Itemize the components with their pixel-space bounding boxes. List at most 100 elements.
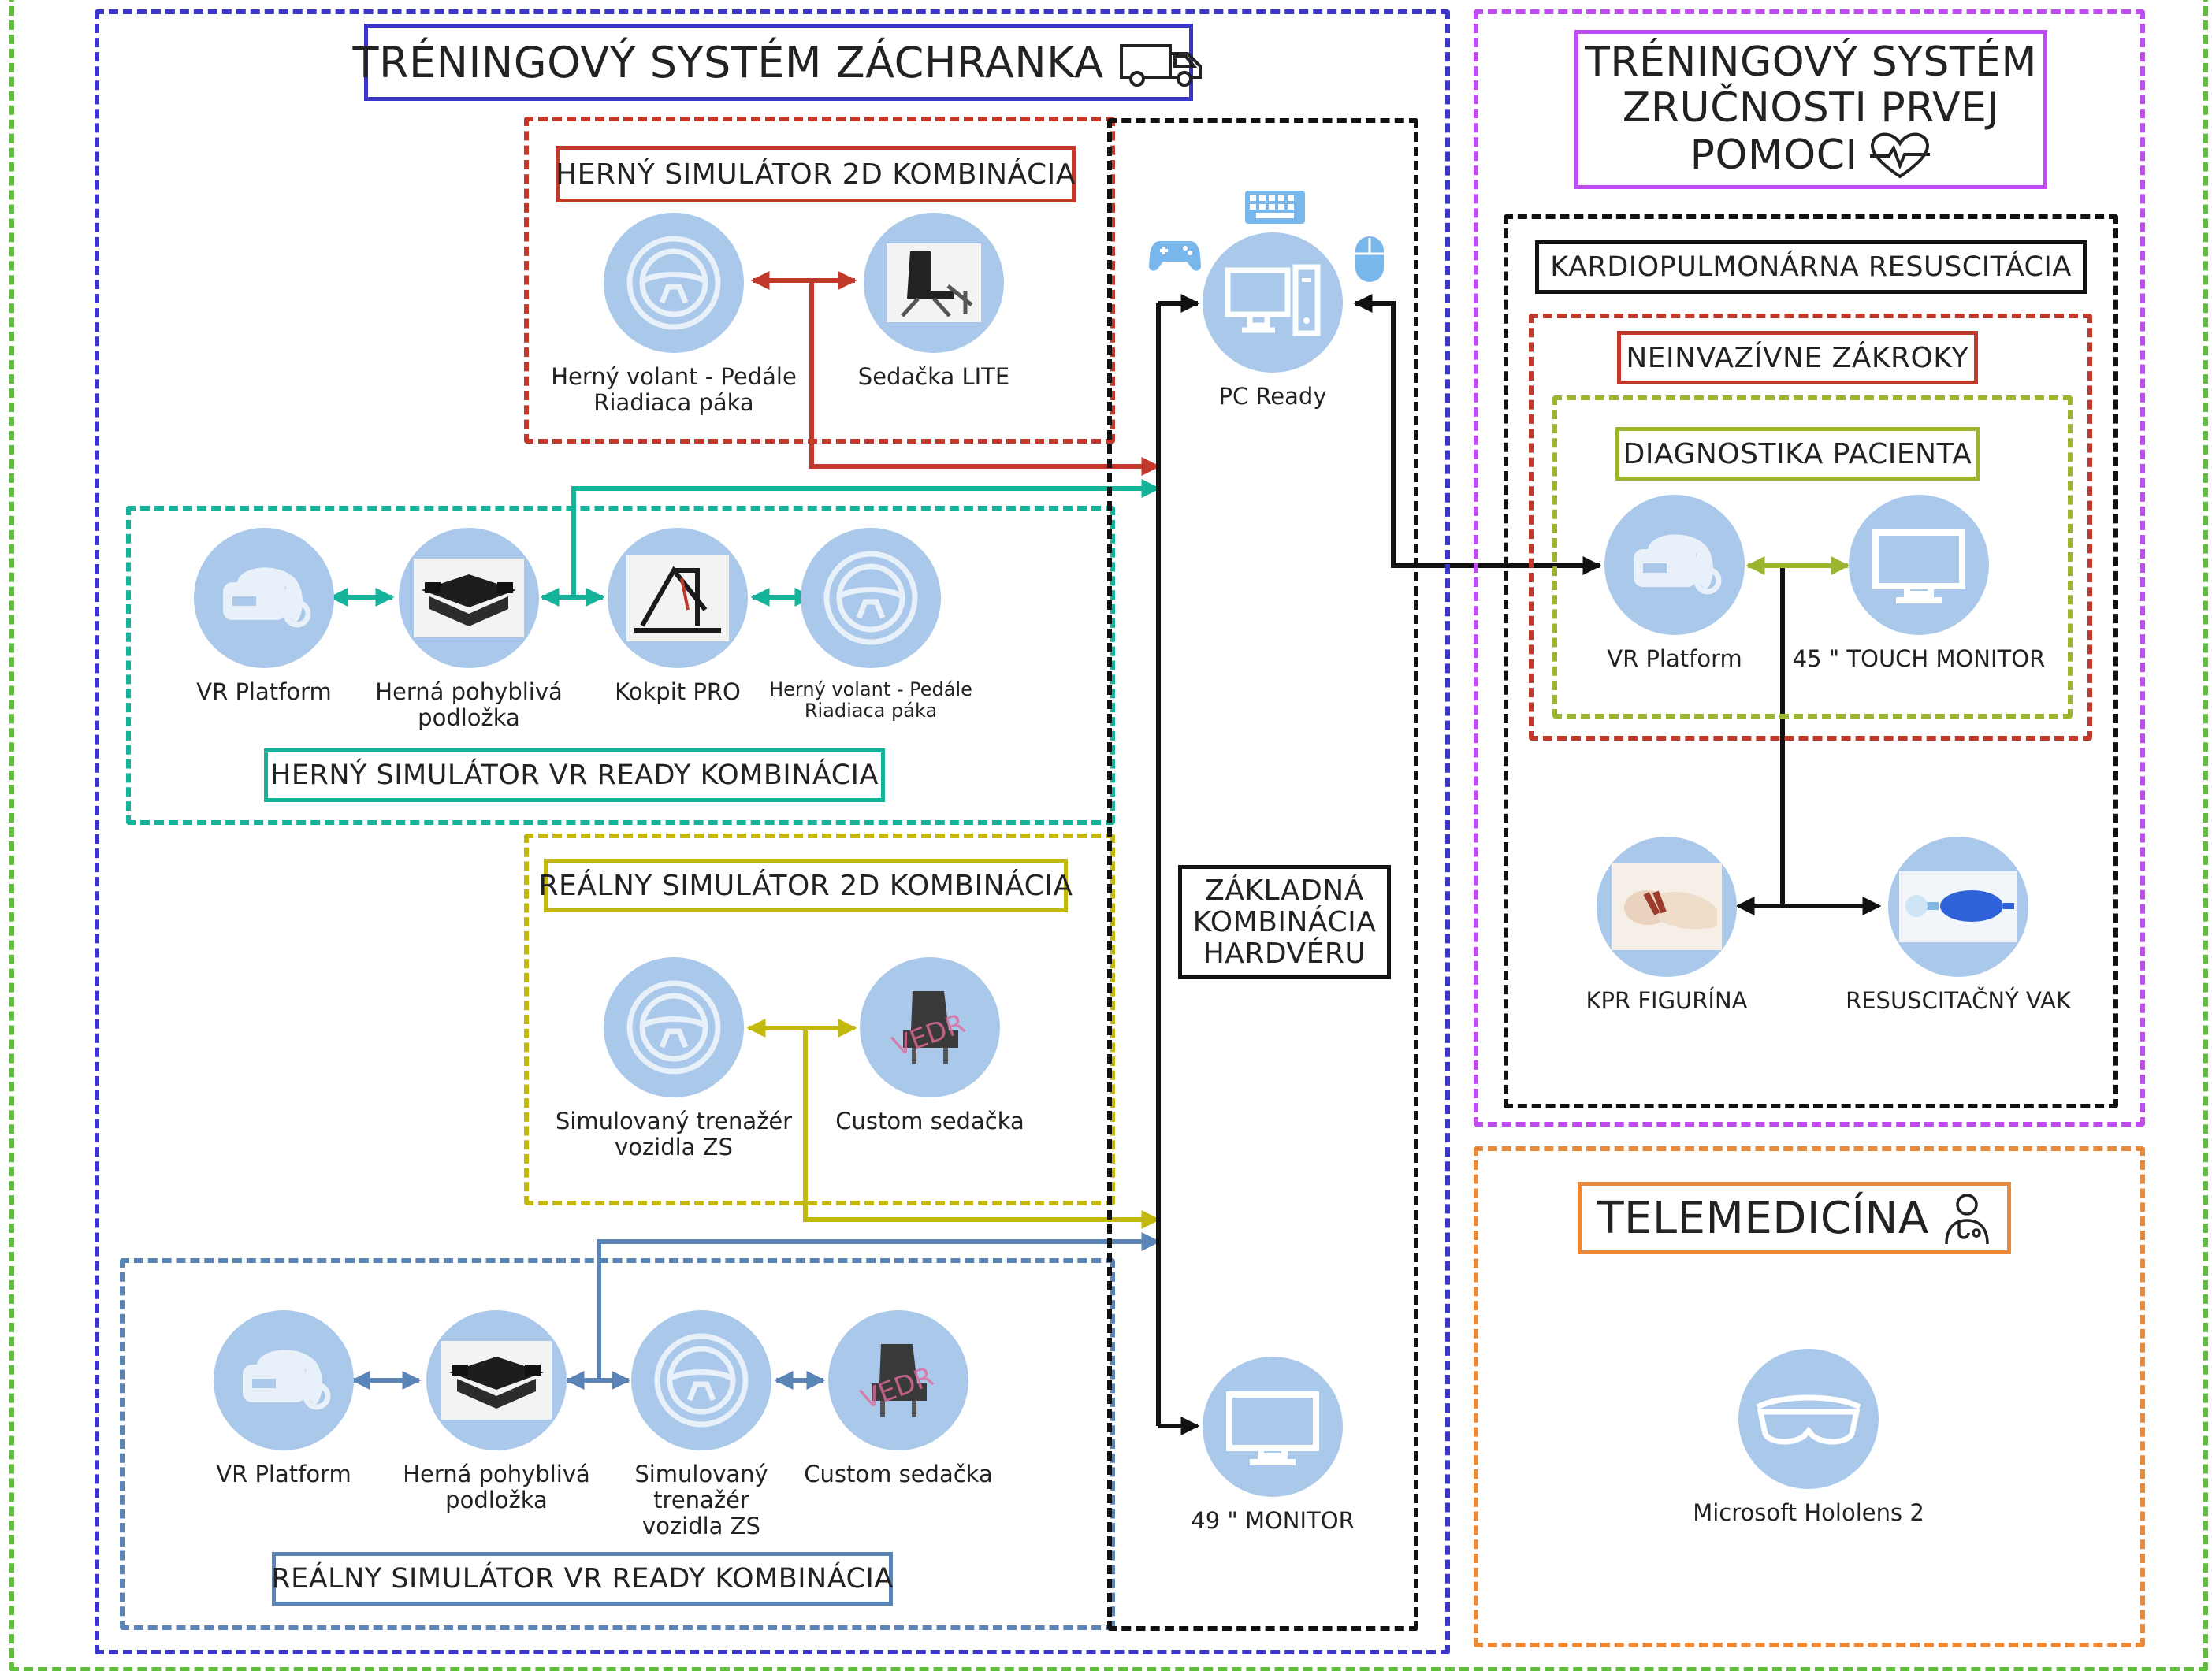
vr-headset-icon xyxy=(1604,495,1745,635)
monitor-icon xyxy=(1203,1357,1343,1497)
prvapomoc-title-line3: POMOCI xyxy=(1690,132,1858,179)
gamepad-icon xyxy=(1149,236,1201,276)
prvapomoc-title-line1: TRÉNINGOVÝ SYSTÉM xyxy=(1585,39,2037,86)
herny2d-connectors xyxy=(750,271,1161,476)
prvapomoc-title: TRÉNINGOVÝ SYSTÉM ZRUČNOSTI PRVEJ POMOCI xyxy=(1574,30,2047,189)
hernyvr-frame xyxy=(126,506,1115,825)
hernyvr-vr-label: VR Platform xyxy=(196,678,332,705)
hernyvr-wheel-label1: Herný volant - Pedále xyxy=(769,678,972,700)
motion-platform-icon xyxy=(399,528,539,668)
keyboard-icon xyxy=(1244,189,1307,228)
steering-wheel-icon xyxy=(604,213,744,353)
realnyvr-seat: VEDR Custom sedačka xyxy=(788,1310,1009,1487)
cockpit-icon xyxy=(608,528,748,668)
herny2d-wheel-label1: Herný volant - Pedále xyxy=(551,363,797,390)
gaming-seat-icon xyxy=(864,213,1004,353)
pc-node: PC Ready xyxy=(1190,232,1355,410)
hernyvr-wheel-label2: Riadiaca páka xyxy=(804,700,938,722)
realnyvr-connectors xyxy=(351,1232,1161,1390)
monitor49-node: 49 " MONITOR xyxy=(1182,1357,1363,1534)
herny2d-seat-label: Sedačka LITE xyxy=(857,363,1010,390)
hernyvr-vr: VR Platform xyxy=(162,528,366,705)
diagnostika-vr: VR Platform xyxy=(1584,495,1765,672)
resuscitation-bag-icon xyxy=(1888,837,2028,977)
realnyvr-platform-label2: podložka xyxy=(445,1487,548,1513)
motion-platform-icon xyxy=(426,1310,567,1450)
monitor-icon xyxy=(1849,495,1989,635)
outer-frame xyxy=(9,0,2208,1671)
zachranka-title-text: TRÉNINGOVÝ SYSTÉM ZÁCHRANKA xyxy=(352,37,1104,87)
vr-headset-icon xyxy=(214,1310,354,1450)
hardware-title-line2: KOMBINÁCIA xyxy=(1192,905,1377,938)
custom-seat-icon: VEDR xyxy=(860,957,1000,1097)
mouse-icon xyxy=(1354,235,1385,287)
realny2d-title-text: REÁLNY SIMULÁTOR 2D KOMBINÁCIA xyxy=(538,869,1073,902)
realnyvr-wheel-label3: vozidla ZS xyxy=(642,1513,760,1539)
realny2d-wheel-label1: Simulovaný trenažér xyxy=(555,1108,793,1134)
kpr-title: KARDIOPULMONÁRNA RESUSCITÁCIA xyxy=(1535,240,2087,294)
vr-headset-icon xyxy=(194,528,334,668)
hardware-title: ZÁKLADNÁ KOMBINÁCIA HARDVÉRU xyxy=(1178,865,1391,979)
telemedicina-frame xyxy=(1474,1146,2145,1647)
realny2d-title: REÁLNY SIMULÁTOR 2D KOMBINÁCIA xyxy=(539,859,1073,912)
realnyvr-title: REÁLNY SIMULÁTOR VR READY KOMBINÁCIA xyxy=(271,1552,894,1606)
monitor49-label: 49 " MONITOR xyxy=(1191,1507,1355,1534)
hardware-title-line3: HARDVÉRU xyxy=(1203,937,1366,970)
hernyvr-title: HERNÝ SIMULÁTOR VR READY KOMBINÁCIA xyxy=(264,748,885,802)
realny2d-connectors xyxy=(746,1019,1161,1229)
diagnostika-title-text: DIAGNOSTIKA PACIENTA xyxy=(1623,437,1972,470)
zachranka-frame xyxy=(95,9,1450,1654)
realnyvr-title-text: REÁLNY SIMULÁTOR VR READY KOMBINÁCIA xyxy=(271,1563,894,1595)
hernyvr-cockpit: Kokpit PRO xyxy=(575,528,780,705)
herny2d-seat: Sedačka LITE xyxy=(792,213,1076,390)
diagnostika-title: DIAGNOSTIKA PACIENTA xyxy=(1615,427,1980,481)
hernyvr-platform-label2: podložka xyxy=(418,704,520,731)
hardware-title-line1: ZÁKLADNÁ xyxy=(1205,874,1364,907)
resuscitacny-vak: RESUSCITAČNÝ VAK xyxy=(1828,837,2088,1014)
neinvazivne-title: NEINVAZÍVNE ZÁKROKY xyxy=(1617,331,1978,384)
hololens-node: Microsoft Hololens 2 xyxy=(1639,1349,1978,1526)
realnyvr-wheel-label2: trenažér xyxy=(653,1487,749,1513)
resuscitacny-vak-label: RESUSCITAČNÝ VAK xyxy=(1846,987,2071,1014)
ar-glasses-icon xyxy=(1738,1349,1879,1489)
hernyvr-platform-label1: Herná pohyblivá xyxy=(375,678,563,705)
steering-wheel-icon xyxy=(631,1310,771,1450)
prvapomoc-frame xyxy=(1474,9,2145,1127)
doctor-icon xyxy=(1942,1190,1992,1246)
diagnostika-monitor-label: 45 " TOUCH MONITOR xyxy=(1792,645,2046,672)
hardware-frame xyxy=(1107,118,1418,1631)
zachranka-title: TRÉNINGOVÝ SYSTÉM ZÁCHRANKA xyxy=(352,24,1202,101)
custom-seat-icon: VEDR xyxy=(828,1310,968,1450)
diagnostika-frame xyxy=(1552,395,2073,719)
steering-wheel-icon xyxy=(604,957,744,1097)
realnyvr-seat-label: Custom sedačka xyxy=(804,1461,993,1487)
diagnostika-vr-label: VR Platform xyxy=(1607,645,1742,672)
herny2d-wheel-label2: Riadiaca páka xyxy=(593,389,754,416)
realnyvr-frame xyxy=(120,1258,1115,1630)
realnyvr-vr: VR Platform xyxy=(181,1310,386,1487)
realny2d-frame xyxy=(524,834,1115,1205)
herny2d-title: HERNÝ SIMULÁTOR 2D KOMBINÁCIA xyxy=(556,146,1076,202)
telemedicina-title: TELEMEDICÍNA xyxy=(1578,1182,2011,1254)
neinvazivne-title-text: NEINVAZÍVNE ZÁKROKY xyxy=(1626,341,1969,374)
herny2d-title-text: HERNÝ SIMULÁTOR 2D KOMBINÁCIA xyxy=(556,158,1076,191)
hernyvr-title-text: HERNÝ SIMULÁTOR VR READY KOMBINÁCIA xyxy=(270,759,879,791)
heartbeat-icon xyxy=(1868,131,1931,180)
diagnostika-monitor: 45 " TOUCH MONITOR xyxy=(1785,495,2053,672)
hololens-label: Microsoft Hololens 2 xyxy=(1693,1499,1924,1526)
pc-label: PC Ready xyxy=(1218,383,1327,410)
realny2d-wheel-label2: vozidla ZS xyxy=(615,1134,733,1160)
hernyvr-connectors xyxy=(329,479,1161,607)
kpr-title-text: KARDIOPULMONÁRNA RESUSCITÁCIA xyxy=(1550,251,2072,283)
realny2d-seat: VEDR Custom sedačka xyxy=(800,957,1060,1134)
hernyvr-cockpit-label: Kokpit PRO xyxy=(615,678,741,705)
kpr-figurina-label: KPR FIGURÍNA xyxy=(1586,987,1748,1014)
cpr-manikin-icon xyxy=(1597,837,1737,977)
ambulance-icon xyxy=(1118,36,1205,88)
